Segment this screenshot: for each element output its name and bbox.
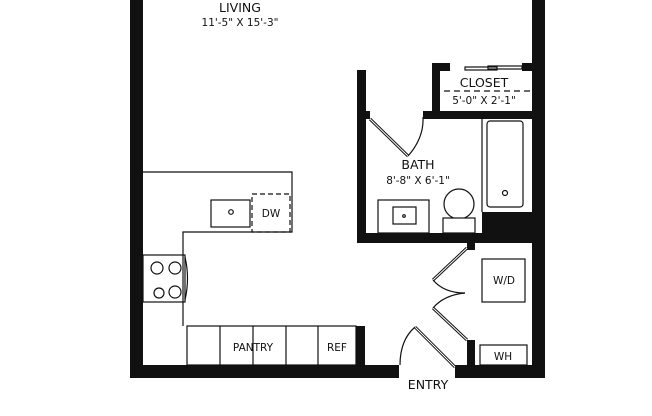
bath-label: BATH (401, 157, 434, 172)
bath-sink (392, 206, 417, 225)
water-heater-label: WH (494, 351, 512, 363)
bath-left-wall (357, 70, 366, 243)
burner-icon (168, 261, 182, 275)
kitchen-sink-drain-icon (228, 209, 234, 215)
toilet-tank (442, 217, 476, 234)
tub-drain-icon (501, 189, 509, 197)
laundry-wall-stub-top (467, 243, 475, 250)
closet-left-wall (432, 63, 440, 111)
bath-vanity (377, 199, 430, 234)
living-dims: 11'-5" X 15'-3" (202, 17, 279, 29)
closet-dims: 5'-0" X 2'-1" (452, 95, 516, 107)
stove (142, 254, 189, 303)
kitchen-sink (210, 199, 251, 228)
right-wall (532, 0, 545, 378)
closet-label: CLOSET (460, 75, 509, 90)
bottom-wall-right (455, 365, 545, 378)
bath-dims: 8'-8" X 6'-1" (386, 175, 450, 187)
burner-icon (153, 287, 165, 299)
walls (130, 0, 545, 378)
bathtub (486, 120, 524, 208)
bottom-wall-left (130, 365, 399, 378)
washer-dryer-label: W/D (493, 275, 515, 287)
dishwasher (251, 193, 291, 233)
left-wall (130, 0, 143, 378)
sink-drain-icon (402, 214, 406, 218)
bath-corner-block (482, 212, 532, 243)
closet-sliding-doors (464, 65, 523, 71)
bath-door (368, 116, 424, 158)
entry-door (399, 325, 457, 369)
bath-door-stub (366, 111, 370, 119)
laundry-wall-stub-bottom (467, 340, 475, 365)
bath-top-wall (423, 111, 532, 119)
burner-icon (150, 261, 164, 275)
laundry-bifold-doors (431, 246, 469, 342)
entry-label: ENTRY (408, 377, 449, 392)
lower-counter (186, 325, 357, 366)
kitchen-counter (143, 171, 293, 326)
kitchen-wall-stub (356, 326, 365, 365)
washer-dryer (481, 258, 526, 303)
living-label: LIVING (219, 0, 261, 15)
closet-top-stub-right (522, 63, 532, 71)
closet-top-stub-left (432, 63, 450, 71)
burner-icon (168, 285, 182, 299)
refrigerator-label: REF (327, 342, 347, 354)
water-heater (479, 344, 528, 366)
bath-bottom-wall (357, 233, 532, 243)
toilet-bowl (443, 188, 475, 220)
pantry-label: PANTRY (233, 342, 274, 354)
dishwasher-label: DW (262, 208, 281, 220)
